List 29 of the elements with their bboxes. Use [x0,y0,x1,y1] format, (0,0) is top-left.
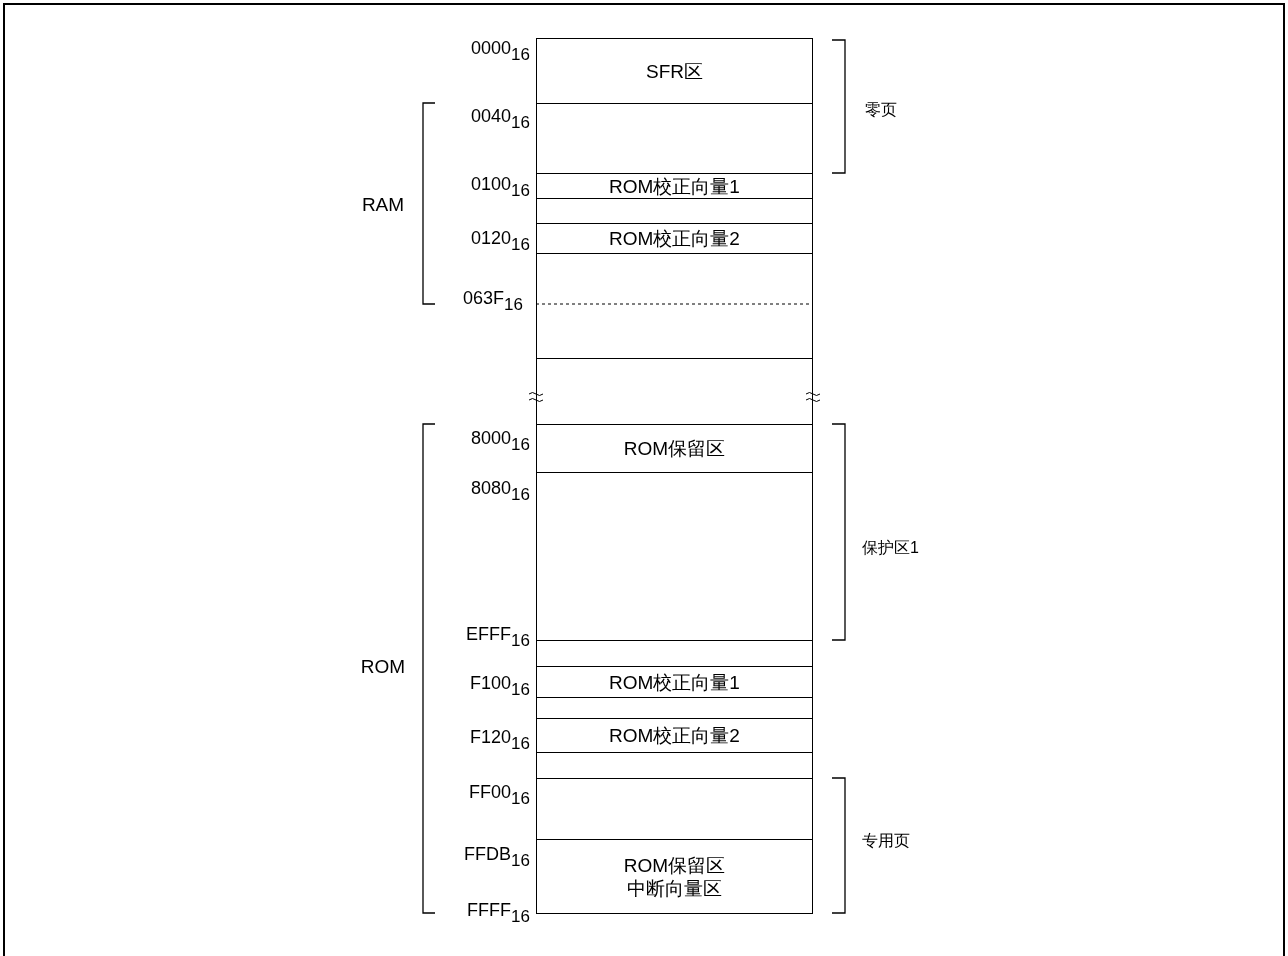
memory-cell [536,198,813,224]
memory-cell [536,253,813,359]
range-label: 保护区1 [862,538,919,558]
memory-cell [536,718,813,753]
memory-cell [536,223,813,254]
memory-cell [536,640,813,667]
memory-cell [536,666,813,698]
memory-cell [536,173,813,199]
memory-cell [536,358,813,425]
cell-label: ROM校正向量1 [609,670,740,694]
memory-cell [536,778,813,840]
cell-label: ROM校正向量2 [609,227,740,250]
range-label: RAM [360,194,406,216]
cell-label: ROM保留区 [623,853,726,877]
memory-cell [536,424,813,473]
cell-label: SFR区 [646,59,703,83]
range-label: 零页 [865,100,897,120]
memory-cell [536,697,813,719]
range-label: 专用页 [862,831,910,851]
cell-label: 中断向量区 [627,876,722,900]
range-label: ROM [359,656,407,678]
memory-cell [536,472,813,641]
memory-cell [536,752,813,779]
cell-label: ROM保留区 [623,437,726,460]
memory-cell [536,103,813,174]
memory-cell [536,839,813,914]
cell-label: ROM校正向量2 [609,724,740,747]
memory-cell [536,38,813,104]
cell-label: ROM校正向量1 [609,174,740,198]
